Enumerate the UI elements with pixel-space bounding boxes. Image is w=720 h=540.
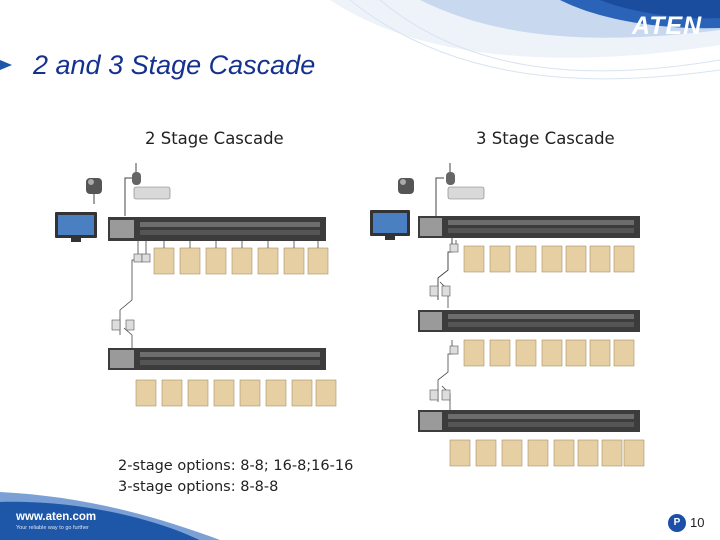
monitor-icon xyxy=(55,212,97,242)
page-title: 2 and 3 Stage Cascade xyxy=(33,50,316,80)
two-stage-heading: 2 Stage Cascade xyxy=(145,129,284,148)
aten-logo: ATEN xyxy=(632,12,703,40)
servers-stage-2 xyxy=(463,339,635,367)
console-peripherals xyxy=(86,163,171,216)
servers-stage-1 xyxy=(153,247,329,275)
kvm-switch-stage-3 xyxy=(418,410,640,432)
kvm-switch-stage-2 xyxy=(418,310,640,332)
footer-tagline: Your reliable way to go further xyxy=(16,525,89,531)
console-peripherals xyxy=(398,163,485,216)
servers-stage-3 xyxy=(449,439,645,467)
cascade-options-notes: 2-stage options: 8-8; 16-8;16-16 3-stage… xyxy=(118,456,353,498)
servers-stage-1 xyxy=(463,245,635,273)
title-marker-icon xyxy=(0,60,12,70)
kvm-switch-stage-2 xyxy=(108,348,326,370)
three-stage-heading: 3 Stage Cascade xyxy=(476,129,615,148)
cascade-cable-adapters xyxy=(111,253,151,331)
kvm-switch-stage-1 xyxy=(418,216,640,238)
header-wave-graphic xyxy=(330,0,720,80)
three-stage-cascade-diagram xyxy=(370,163,645,467)
two-stage-cascade-diagram xyxy=(55,163,337,407)
servers-stage-2 xyxy=(135,379,337,407)
page-number: 10 xyxy=(690,515,705,530)
monitor-icon xyxy=(370,210,410,240)
cascade-cable-adapters xyxy=(429,243,459,401)
two-stage-options-text: 2-stage options: 8-8; 16-8;16-16 xyxy=(118,458,354,474)
kvm-switch-stage-1 xyxy=(108,217,326,241)
three-stage-options-text: 3-stage options: 8-8-8 xyxy=(118,479,279,495)
footer-website-link[interactable]: www.aten.com xyxy=(16,511,97,523)
footer-wave-graphic xyxy=(0,492,220,540)
page-badge-icon: P xyxy=(668,514,686,532)
